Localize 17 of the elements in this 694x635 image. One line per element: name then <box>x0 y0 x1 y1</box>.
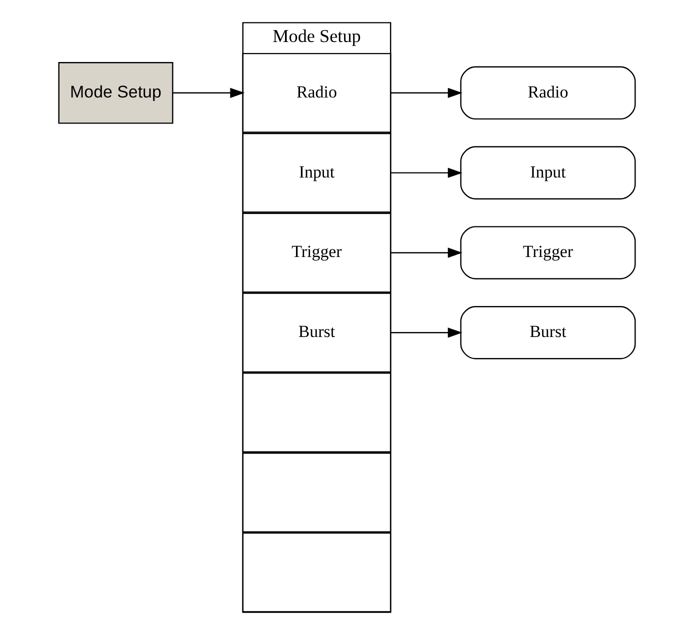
node-box: Trigger <box>242 212 392 293</box>
node-box: Radio <box>242 52 392 133</box>
arrow <box>390 328 462 338</box>
node-box: Trigger <box>460 226 636 280</box>
node-box: Input <box>242 132 392 213</box>
node-box <box>242 532 392 612</box>
arrow <box>390 88 462 98</box>
arrow <box>172 88 245 98</box>
arrow <box>390 168 462 178</box>
node-box: Input <box>460 146 636 200</box>
node-box: Radio <box>460 66 636 120</box>
node-box: Burst <box>460 306 636 360</box>
node-box: Mode Setup <box>58 62 174 124</box>
arrow <box>390 248 462 258</box>
node-box <box>242 452 392 532</box>
node-box <box>242 372 392 452</box>
node-box: Burst <box>242 292 392 373</box>
